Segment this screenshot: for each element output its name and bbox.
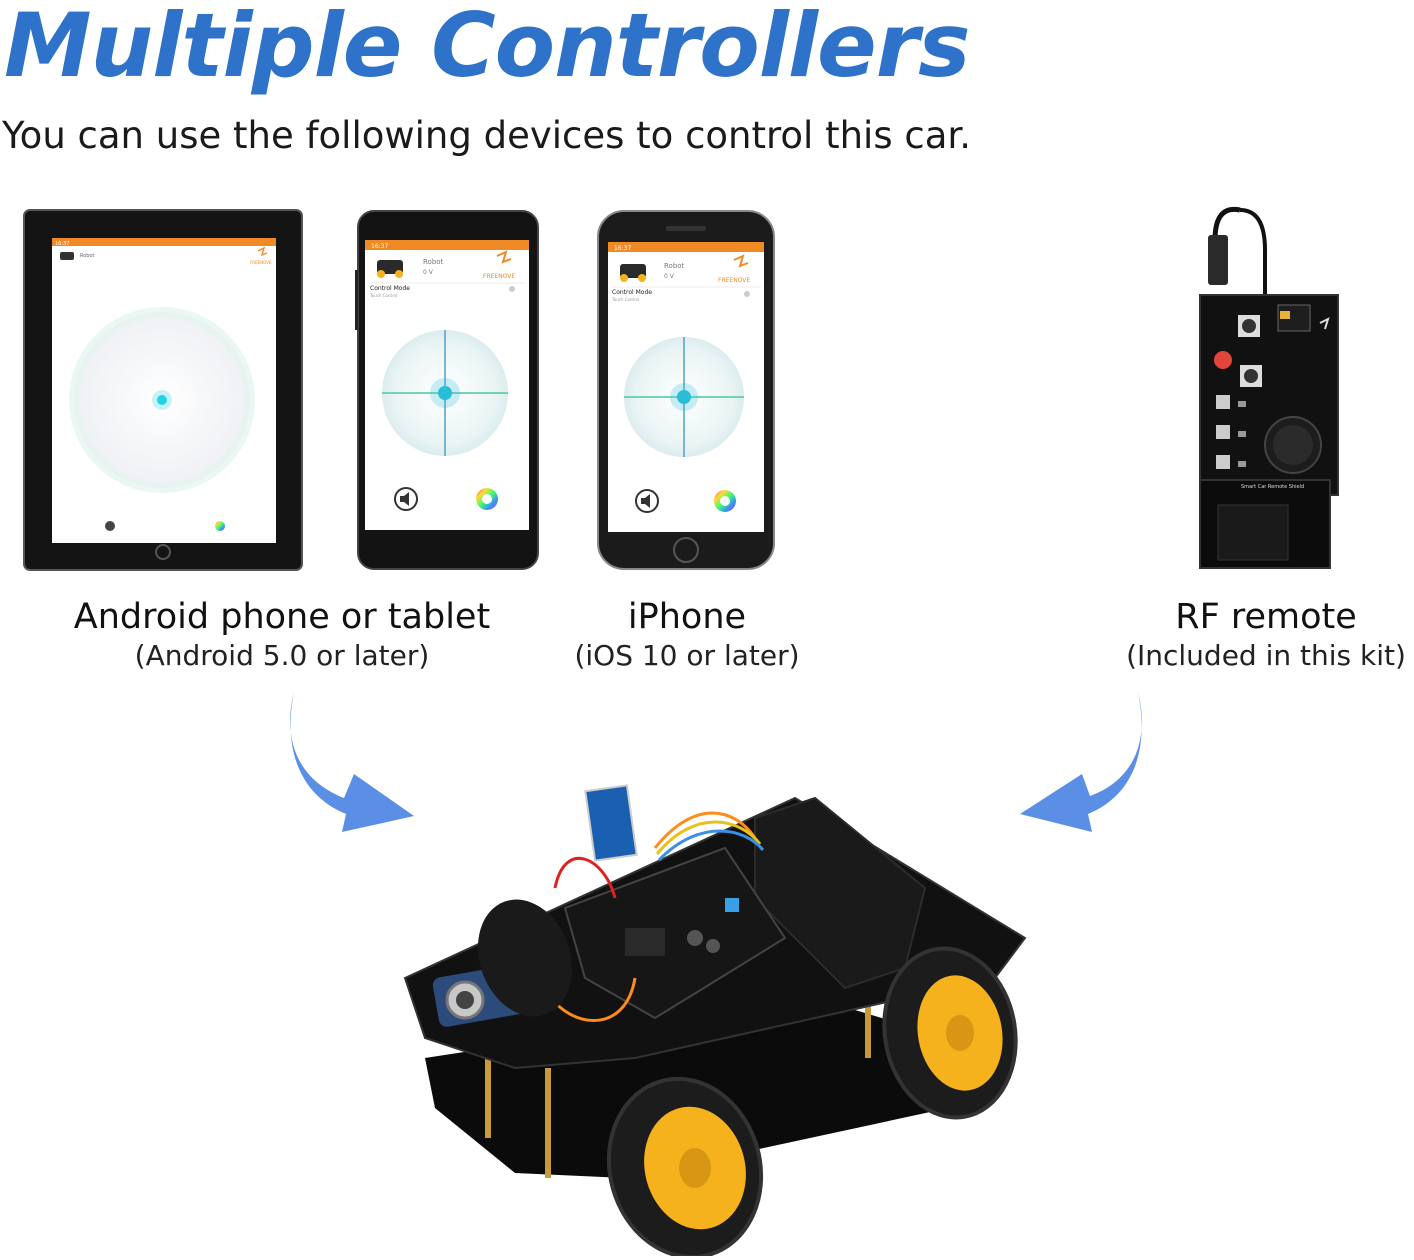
iphone-voltage: 0 V [664,273,675,280]
android-phone-image: 16:37 Robot 0 V FREENOVE Control Mode To… [355,210,539,570]
wheel-rear-right [882,946,1018,1120]
remote-board-label: Smart Car Remote Shield [1241,484,1304,490]
phone-voltage: 0 V [423,269,434,276]
car-icon [377,260,403,278]
robot-car-image [403,784,1027,1256]
tablet-status-time: 16:37 [55,241,69,247]
iphone-control-mode-value: Touch Control [611,297,639,302]
sound-icon [635,489,659,513]
phone-control-mode-label: Control Mode [370,285,410,292]
iphone-image: 16:37 Robot 0 V FREENOVE Control Mode To… [597,210,775,570]
color-wheel-icon [714,490,736,512]
wheel-front-right [606,1076,764,1256]
color-wheel-icon [476,488,498,510]
rf-remote-label: RF remote [1175,597,1357,637]
caption-android: Android phone or tablet (Android 5.0 or … [62,596,502,674]
color-wheel-icon [215,521,225,531]
page-subtitle: You can use the following devices to con… [2,114,971,157]
iphone-control-mode-label: Control Mode [612,289,652,296]
rf-remote-image: Smart Car Remote Shield [1199,206,1339,569]
caption-iphone: iPhone (iOS 10 or later) [557,596,817,674]
page-title: Multiple Controllers [4,0,970,97]
iphone-label: iPhone [627,597,747,637]
car-icon [60,252,74,260]
tablet-brand-text: FREENOVE [250,260,272,265]
iphone-robot-label: Robot [664,262,685,270]
tablet-robot-label: Robot [80,253,95,259]
freenove-logo-icon [1319,317,1330,330]
iphone-brand-text: FREENOVE [718,277,750,284]
caption-rf-remote: RF remote (Included in this kit) [1118,596,1414,674]
sound-icon [394,487,418,511]
freenove-logo-icon [257,246,268,257]
phone-robot-label: Robot [423,258,444,266]
android-label: Android phone or tablet [73,597,491,637]
iphone-note: (iOS 10 or later) [574,639,800,672]
car-icon [620,264,646,282]
left-curved-arrow-icon [290,692,414,832]
iphone-status-time: 16:37 [614,245,631,252]
android-tablet-image: 16:37 Robot FREENOVE [23,209,303,571]
freenove-logo-icon [733,254,749,268]
sound-icon [105,521,115,531]
phone-status-time: 16:37 [371,243,388,250]
right-curved-arrow-icon [1020,692,1142,832]
phone-control-mode-value: Touch Control [369,293,397,298]
freenove-logo-icon [496,250,512,264]
android-note: (Android 5.0 or later) [134,639,430,672]
rf-remote-note: (Included in this kit) [1126,639,1406,672]
phone-brand-text: FREENOVE [483,273,515,280]
